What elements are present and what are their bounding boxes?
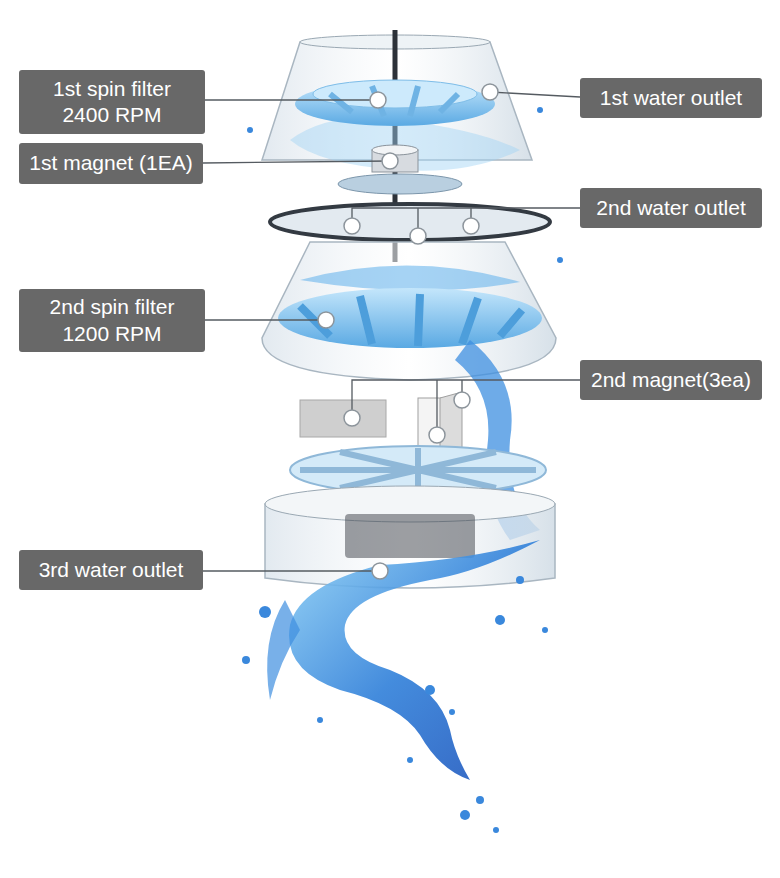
leader-line [203, 319, 326, 320]
label-text: 1st water outlet [600, 85, 742, 111]
callout-label: 2nd magnet(3ea) [580, 360, 762, 400]
water-drop [425, 685, 435, 695]
label-text: 2nd magnet(3ea) [591, 367, 751, 393]
water-drop [516, 576, 524, 584]
marker-dot [344, 218, 360, 234]
callout-label: 3rd water outlet [19, 550, 203, 590]
water-drop [259, 606, 271, 618]
label-text: 2nd water outlet [596, 195, 745, 221]
leader-line [203, 99, 378, 100]
label-text: 1st magnet (1EA) [29, 150, 192, 176]
water-drop [317, 717, 323, 723]
marker-dot [429, 427, 445, 443]
leader-line [352, 380, 580, 435]
cross-disc-spokes [300, 448, 536, 492]
water-drop [537, 107, 543, 113]
water-drop [557, 257, 563, 263]
water-drop [460, 810, 470, 820]
water-drop [247, 127, 253, 133]
spin-filter-1-fins [330, 86, 458, 116]
callout-label: 1st water outlet [580, 78, 762, 118]
callout-label: 2nd spin filter 1200 RPM [19, 289, 205, 352]
leader-lines [203, 92, 580, 571]
spin-filter-2-fins [300, 294, 522, 346]
marker-dot [344, 410, 360, 426]
leader-line [203, 161, 390, 163]
water-drop [407, 757, 413, 763]
marker-dot [410, 228, 426, 244]
water-drops [242, 107, 563, 833]
water-splash [267, 600, 300, 700]
marker-dot [382, 153, 398, 169]
water-drop [242, 656, 250, 664]
water-drop [542, 627, 548, 633]
magnet-2 [300, 400, 386, 437]
cup-mechanism [345, 514, 475, 558]
water-swirl [300, 265, 520, 290]
leader-line [203, 570, 380, 571]
callout-label: 1st spin filter 2400 RPM [19, 70, 205, 134]
spin-filter-2 [278, 288, 542, 348]
water-splash [289, 540, 540, 780]
leader-line [490, 92, 580, 97]
marker-dot [482, 84, 498, 100]
second-housing [262, 242, 556, 380]
label-text: 3rd water outlet [39, 557, 184, 583]
water-drop [449, 709, 455, 715]
leader-line [352, 208, 580, 236]
marker-dot [318, 312, 334, 328]
water-drop [495, 615, 505, 625]
marker-dot [463, 218, 479, 234]
callout-label: 2nd water outlet [580, 188, 762, 228]
magnet-1-top [372, 145, 418, 155]
markers [318, 84, 498, 579]
label-text: 1st spin filter 2400 RPM [27, 76, 197, 129]
magnet-seat [338, 174, 462, 194]
label-text: 2nd spin filter 1200 RPM [27, 294, 197, 347]
marker-dot [372, 563, 388, 579]
water-drop [476, 796, 484, 804]
marker-dot [370, 92, 386, 108]
water-drop [493, 827, 499, 833]
callout-label: 1st magnet (1EA) [19, 143, 203, 184]
marker-dot [454, 392, 470, 408]
